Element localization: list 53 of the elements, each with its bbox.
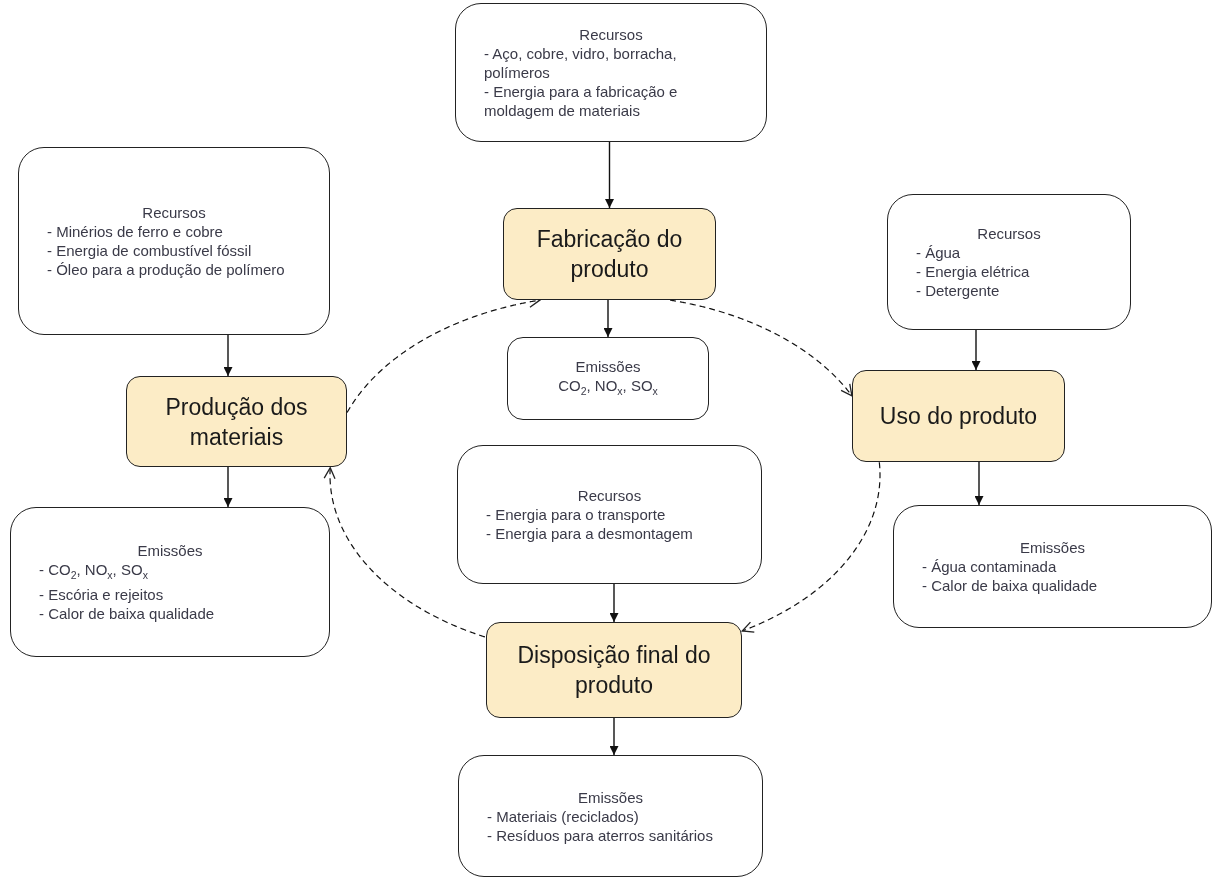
stage-label: Uso do produto	[878, 402, 1039, 431]
emission-box	[10, 507, 330, 657]
arrow	[971, 329, 981, 371]
list-item: CO$_{2}$, NO$_{x}$, SO$_{x}$	[557, 375, 659, 399]
list-item: - Escória e rejeitos	[39, 585, 165, 604]
arrow	[223, 334, 233, 377]
list-item: - Minérios de ferro e cobre	[47, 222, 224, 241]
arrow	[609, 717, 619, 756]
arrow	[609, 583, 619, 623]
cycle-arrow	[741, 461, 881, 633]
cycle-arrow	[323, 467, 486, 638]
resource-box	[457, 445, 762, 584]
box-heading: Recursos	[141, 203, 207, 222]
stage-box	[852, 370, 1065, 462]
resource-box	[887, 194, 1131, 330]
stage-label: Disposição final do produto	[516, 641, 712, 700]
cycle-arrow	[669, 299, 853, 397]
box-heading: Emissões	[136, 541, 204, 560]
list-item: - Energia de combustível fóssil	[47, 241, 253, 260]
box-heading: Emissões	[1019, 538, 1086, 557]
list-item: - Detergente	[916, 281, 1001, 300]
list-item: - Resíduos para aterros sanitários	[487, 825, 714, 845]
arrow	[603, 299, 613, 338]
resource-box	[455, 3, 767, 142]
list-item: - Materiais (reciclados)	[487, 806, 640, 826]
arrow	[223, 466, 233, 508]
list-item: - Energia para o transporte	[486, 505, 667, 524]
list-item: - Água	[916, 243, 962, 262]
list-item: - CO$_{2}$, NO$_{x}$, SO$_{x}$	[39, 560, 149, 583]
resource-box	[18, 147, 330, 335]
box-heading: Recursos	[578, 25, 644, 44]
list-item: - Aço, cobre, vidro, borracha, polímeros	[484, 44, 678, 82]
list-item: - Energia para a desmontagem	[486, 524, 694, 543]
stage-box	[486, 622, 742, 718]
list-item: - Energia elétrica	[916, 262, 1031, 281]
list-item: - Calor de baixa qualidade	[922, 576, 1099, 595]
box-heading: Recursos	[576, 486, 643, 505]
emission-box	[893, 505, 1212, 628]
box-heading: Emissões	[574, 356, 642, 376]
box-heading: Recursos	[976, 224, 1042, 243]
list-item: - Óleo para a produção de polímero	[47, 260, 286, 279]
emission-box	[458, 755, 763, 877]
arrow	[605, 141, 614, 209]
stage-label: Produção dos materiais	[164, 392, 309, 452]
list-item: - Água contaminada	[922, 557, 1058, 576]
stage-label: Fabricação do produto	[535, 225, 684, 284]
list-item: - Calor de baixa qualidade	[39, 604, 216, 623]
stage-box	[503, 208, 716, 300]
list-item: - Energia para a fabricação e moldagem de materiais	[484, 82, 679, 120]
box-heading: Emissões	[577, 787, 644, 807]
emission-box	[507, 337, 709, 420]
stage-box	[126, 376, 347, 467]
arrow	[974, 461, 984, 506]
